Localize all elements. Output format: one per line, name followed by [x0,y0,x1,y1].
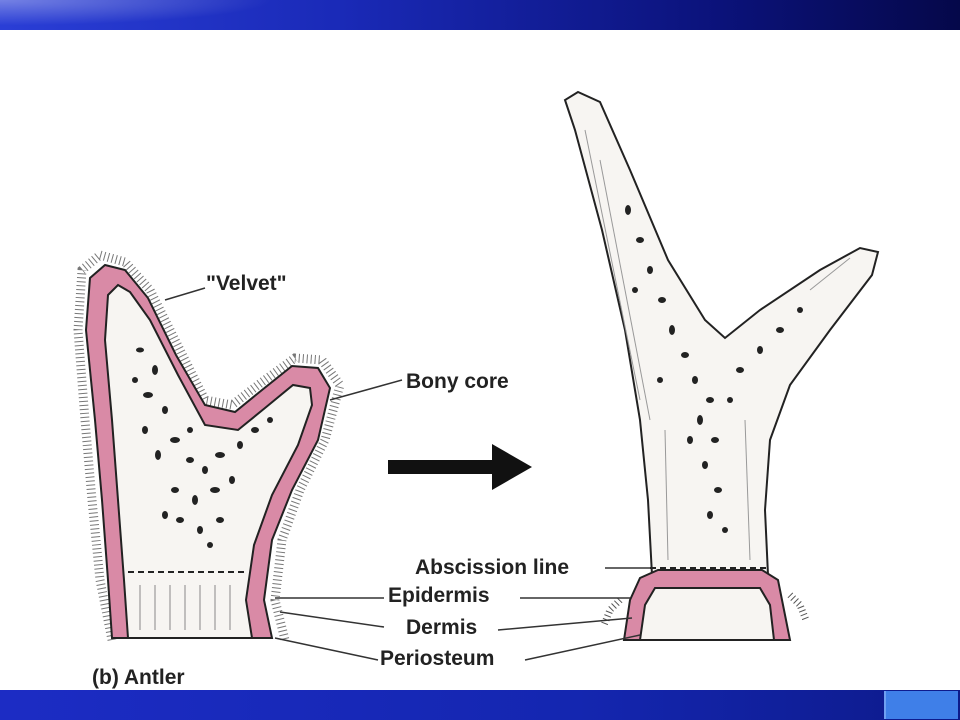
spongy-bone-texture [132,347,273,548]
mature-antler [563,90,880,641]
label-velvet: "Velvet" [206,272,287,295]
leader-periosteum-left [274,637,379,661]
label-periosteum: Periosteum [380,647,494,670]
leader-velvet [164,287,206,301]
banner-highlight [0,0,320,30]
transformation-arrow [388,444,532,490]
label-abscission-line: Abscission line [415,556,569,579]
mature-grain-lines [584,129,851,561]
mature-spongy-texture [625,205,803,533]
mature-antler-outline [563,90,880,576]
leader-periosteum-right [524,634,641,661]
leader-bony-core [329,379,403,401]
figure-caption: (b) Antler [92,666,185,689]
leader-dermis-right [497,617,633,631]
label-dermis: Dermis [406,616,477,639]
velvet-hair [73,250,345,642]
pedicle-core [638,587,776,641]
velvet-antler [73,250,345,642]
slide-corner-box [884,691,958,719]
leader-lines [164,287,650,661]
base-hatching-left [139,585,231,630]
bony-core-region [103,283,314,639]
antler-diagram: "Velvet" Bony core Abscission line Epide… [73,90,880,689]
slide-top-banner [0,0,960,30]
label-epidermis: Epidermis [388,584,490,607]
leader-dermis-left [279,611,385,628]
label-bony-core: Bony core [406,370,509,393]
slide-bottom-banner [0,690,960,720]
